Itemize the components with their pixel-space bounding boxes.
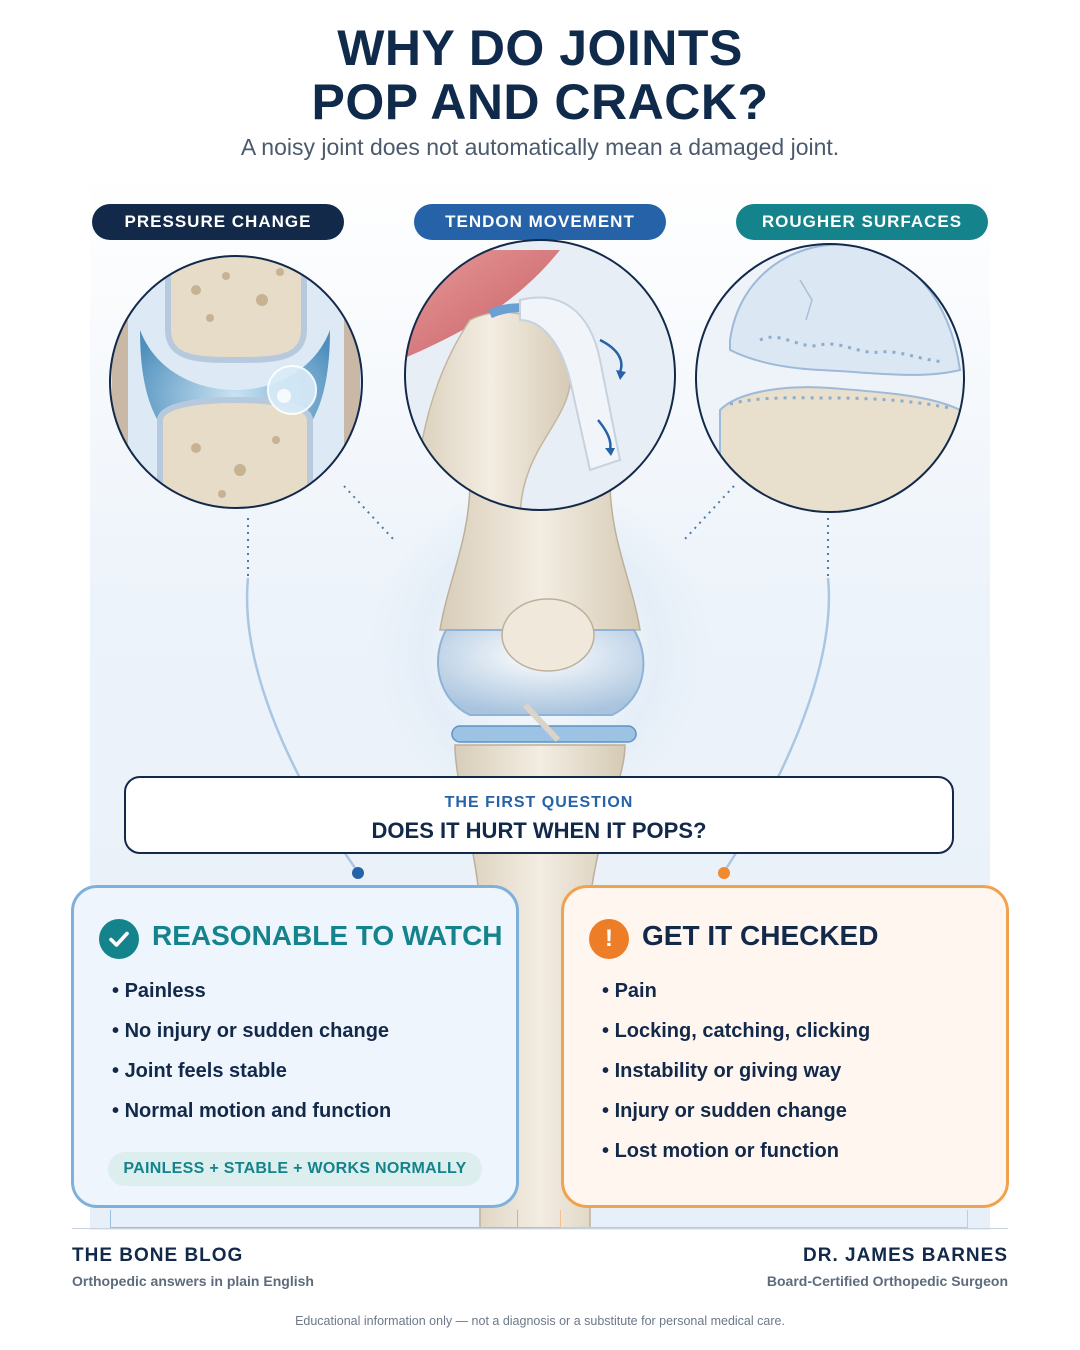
tendon-movement-illustration (404, 239, 676, 511)
pressure-change-illustration (109, 255, 363, 509)
watch-connector-dot (352, 867, 364, 879)
cause-label-tendon: TENDON MOVEMENT (414, 204, 666, 240)
checkmark-icon (99, 919, 139, 959)
page-title-line1: WHY DO JOINTS (337, 20, 743, 76)
watch-card-title: REASONABLE TO WATCH (152, 920, 503, 951)
check-card-shadow (560, 1210, 968, 1228)
list-item: • Normal motion and function (112, 1100, 392, 1122)
list-item: • Pain (602, 980, 657, 1002)
footer-divider (72, 1228, 1008, 1229)
first-question-text: DOES IT HURT WHEN IT POPS? (371, 818, 707, 843)
get-it-checked-card: ! GET IT CHECKED • Pain • Locking, catch… (561, 885, 1009, 1208)
check-card-title: GET IT CHECKED (642, 920, 879, 951)
list-item: • Locking, catching, clicking (602, 1020, 871, 1042)
brand-tagline: Orthopedic answers in plain English (72, 1273, 314, 1289)
author-name: DR. JAMES BARNES (803, 1245, 1008, 1266)
watch-list: • Painless • No injury or sudden change … (112, 976, 391, 1136)
disclaimer-text: Educational information only — not a dia… (295, 1314, 785, 1328)
exclamation-icon: ! (589, 919, 629, 959)
check-connector-dot (718, 867, 730, 879)
list-item: • Instability or giving way (602, 1060, 842, 1082)
check-list: • Pain • Locking, catching, clicking • I… (602, 976, 870, 1176)
watch-card-shadow (110, 1210, 518, 1228)
cause-label-surfaces: ROUGHER SURFACES (736, 204, 988, 240)
list-item: • Joint feels stable (112, 1060, 287, 1082)
list-item: • Lost motion or function (602, 1140, 839, 1162)
brand-name: THE BONE BLOG (72, 1245, 244, 1266)
reasonable-to-watch-card: REASONABLE TO WATCH • Painless • No inju… (71, 885, 519, 1208)
first-question-box: THE FIRST QUESTION DOES IT HURT WHEN IT … (124, 776, 954, 854)
list-item: • Painless (112, 980, 206, 1002)
list-item: • Injury or sudden change (602, 1100, 847, 1122)
cause-label-pressure: PRESSURE CHANGE (92, 204, 344, 240)
first-question-label: THE FIRST QUESTION (444, 794, 634, 811)
watch-formula-badge: PAINLESS + STABLE + WORKS NORMALLY (108, 1152, 482, 1186)
rougher-surfaces-illustration (695, 243, 965, 513)
page-subtitle: A noisy joint does not automatically mea… (240, 134, 840, 160)
author-title: Board-Certified Orthopedic Surgeon (766, 1273, 1008, 1289)
list-item: • No injury or sudden change (112, 1020, 390, 1042)
page-title-line2: POP AND CRACK? (311, 74, 769, 130)
